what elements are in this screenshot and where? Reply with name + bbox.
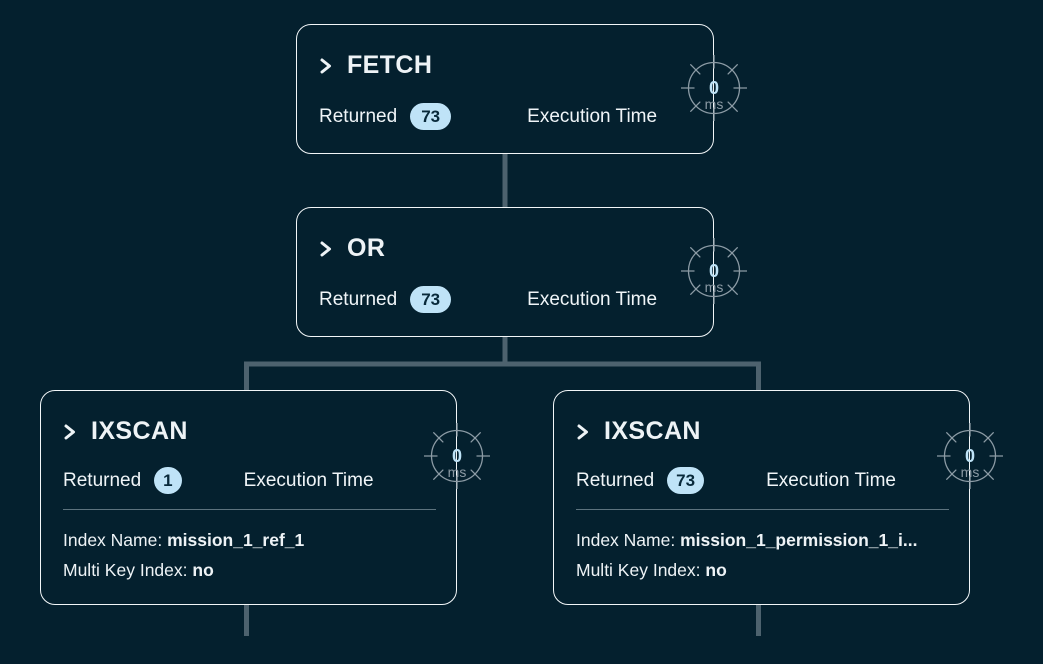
plan-node-or[interactable]: OR Returned 73 Execution Time xyxy=(296,207,714,337)
node-header[interactable]: IXSCAN xyxy=(63,417,188,446)
returned-label: Returned xyxy=(576,469,655,491)
gauge-dial-icon xyxy=(424,423,490,489)
gauge-dial-icon xyxy=(681,238,747,304)
execution-time-value: 0 xyxy=(964,446,975,466)
execution-time-unit: ms xyxy=(447,464,467,480)
returned-count-badge: 1 xyxy=(154,467,182,494)
node-header[interactable]: IXSCAN xyxy=(576,417,701,446)
node-stats-row: Returned 73 Execution Time xyxy=(319,103,657,130)
gauge-dial-icon xyxy=(937,423,1003,489)
execution-time-gauge: 0 ms xyxy=(424,423,490,489)
returned-count-badge: 73 xyxy=(667,467,705,494)
execution-time-label: Execution Time xyxy=(527,288,658,310)
detail-label: Index Name: xyxy=(63,530,163,550)
node-stage-name: IXSCAN xyxy=(91,417,188,445)
execution-time-label: Execution Time xyxy=(766,469,896,491)
execution-time-unit: ms xyxy=(960,464,980,480)
plan-node-ixscan-left[interactable]: IXSCAN Returned 1 Execution Time Index N… xyxy=(40,390,457,605)
detail-index-name: Index Name: mission_1_ref_1 xyxy=(63,525,436,555)
node-stage-name: OR xyxy=(347,234,386,262)
gauge-dial-icon xyxy=(681,55,747,121)
detail-label: Multi Key Index: xyxy=(576,560,701,580)
execution-time-value: 0 xyxy=(708,261,719,281)
plan-node-fetch[interactable]: FETCH Returned 73 Execution Time xyxy=(296,24,714,154)
execution-time-label: Execution Time xyxy=(243,469,374,491)
node-stage-name: IXSCAN xyxy=(604,417,701,445)
node-header[interactable]: OR xyxy=(319,234,385,263)
node-details: Index Name: mission_1_ref_1 Multi Key In… xyxy=(63,525,436,585)
returned-label: Returned xyxy=(319,105,398,127)
execution-time-value: 0 xyxy=(708,78,719,98)
detail-value: no xyxy=(192,560,214,580)
chevron-right-icon[interactable] xyxy=(319,239,334,259)
execution-time-gauge: 0 ms xyxy=(681,55,747,121)
execution-time-value: 0 xyxy=(451,446,462,466)
chevron-right-icon[interactable] xyxy=(319,56,334,76)
returned-label: Returned xyxy=(319,288,398,310)
execution-time-unit: ms xyxy=(704,96,724,112)
detail-label: Multi Key Index: xyxy=(63,560,188,580)
chevron-right-icon[interactable] xyxy=(63,422,78,442)
execution-time-gauge: 0 ms xyxy=(937,423,1003,489)
node-stats-row: Returned 1 Execution Time xyxy=(63,467,374,494)
execution-time-label: Execution Time xyxy=(527,105,658,127)
card-divider xyxy=(576,509,949,510)
detail-multi-key-index: Multi Key Index: no xyxy=(576,555,949,585)
plan-node-ixscan-right[interactable]: IXSCAN Returned 73 Execution Time Index … xyxy=(553,390,970,605)
card-divider xyxy=(63,509,436,510)
detail-value: mission_1_ref_1 xyxy=(167,530,305,550)
returned-label: Returned xyxy=(63,469,142,491)
returned-count-badge: 73 xyxy=(410,103,452,130)
node-stats-row: Returned 73 Execution Time xyxy=(319,286,657,313)
chevron-right-icon[interactable] xyxy=(576,422,591,442)
node-details: Index Name: mission_1_permission_1_i... … xyxy=(576,525,949,585)
detail-index-name: Index Name: mission_1_permission_1_i... xyxy=(576,525,949,555)
detail-value: no xyxy=(705,560,727,580)
execution-time-unit: ms xyxy=(704,279,724,295)
returned-count-badge: 73 xyxy=(410,286,452,313)
detail-multi-key-index: Multi Key Index: no xyxy=(63,555,436,585)
detail-label: Index Name: xyxy=(576,530,676,550)
node-stage-name: FETCH xyxy=(347,51,433,79)
node-header[interactable]: FETCH xyxy=(319,51,432,80)
execution-time-gauge: 0 ms xyxy=(681,238,747,304)
node-stats-row: Returned 73 Execution Time xyxy=(576,467,896,494)
detail-value: mission_1_permission_1_i... xyxy=(680,530,918,550)
